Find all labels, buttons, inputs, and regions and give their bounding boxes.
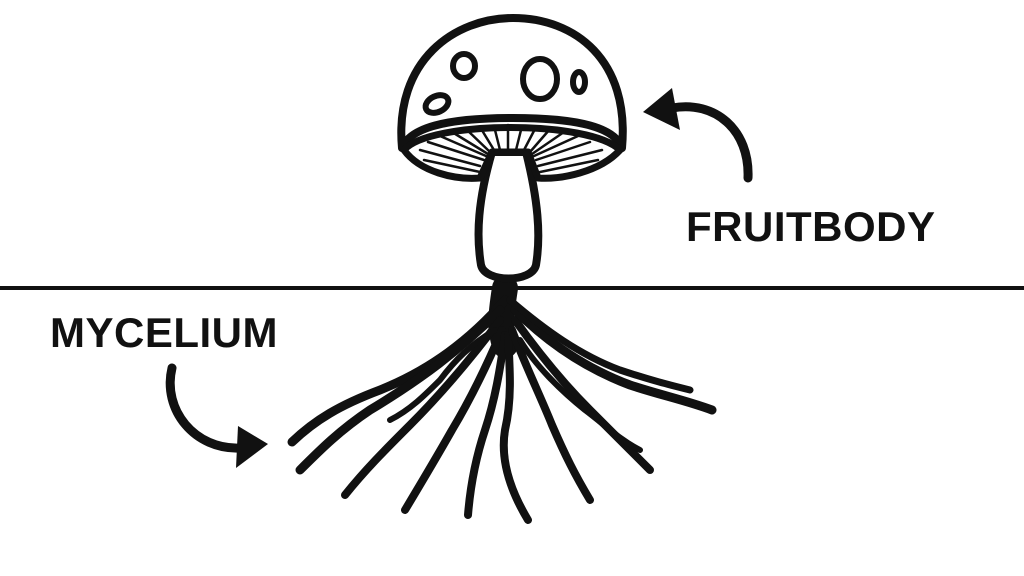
mycelium-roots	[287, 275, 717, 524]
cap	[397, 14, 627, 152]
fruitbody-label: FRUITBODY	[686, 203, 936, 250]
gill-lines	[418, 123, 604, 174]
mycelium-arrow	[165, 363, 268, 468]
mushroom-fruitbody	[397, 14, 627, 283]
mycelium-label: MYCELIUM	[50, 309, 278, 356]
stem	[474, 148, 543, 283]
cap-spots	[422, 51, 588, 116]
fruitbody-arrow	[643, 88, 753, 183]
